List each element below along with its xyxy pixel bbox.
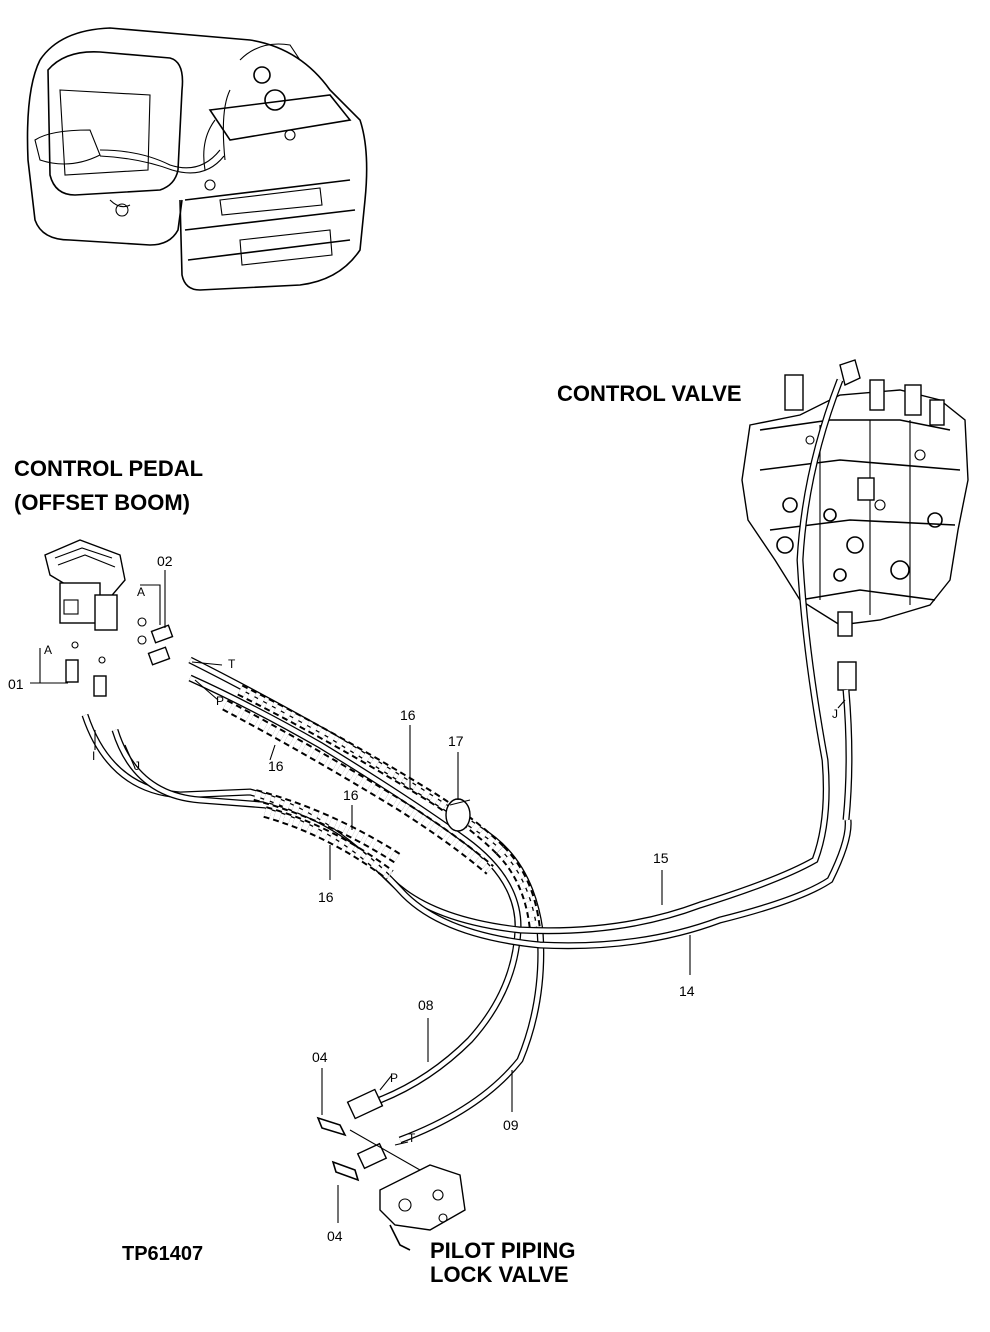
port-letter-a-upper: A	[137, 585, 145, 599]
port-letter-t-lock: T	[408, 1131, 416, 1145]
pilot-piping-label: PILOT PIPING	[430, 1238, 575, 1263]
port-letter-j-pedal: J	[134, 759, 140, 773]
excavator-cab-illustration	[26, 27, 368, 291]
part-number-16-c: 16	[343, 787, 359, 803]
part-number-09: 09	[503, 1117, 519, 1133]
port-letter-t-pedal: T	[228, 657, 236, 671]
port-letter-a-left: A	[44, 643, 52, 657]
port-letter-i-pedal: I	[92, 749, 95, 763]
port-letter-p-lock: P	[390, 1071, 398, 1085]
part-number-16-d: 16	[318, 889, 334, 905]
control-pedal-illustration	[30, 539, 174, 697]
port-letter-p-pedal: P	[216, 694, 224, 708]
control-valve-illustration	[741, 359, 969, 821]
part-number-02: 02	[157, 553, 173, 569]
leader-lines	[94, 570, 846, 1223]
lock-valve-label: LOCK VALVE	[430, 1262, 569, 1287]
part-number-17: 17	[448, 733, 464, 749]
hose-routing	[81, 378, 852, 1144]
lock-valve-illustration	[316, 1088, 466, 1251]
part-number-04-lower: 04	[327, 1228, 343, 1244]
labels: CONTROL VALVE CONTROL PEDAL (OFFSET BOOM…	[8, 381, 838, 1287]
part-number-16-a: 16	[400, 707, 416, 723]
part-number-08: 08	[418, 997, 434, 1013]
part-number-14: 14	[679, 983, 695, 999]
part-number-04-upper: 04	[312, 1049, 328, 1065]
control-valve-label: CONTROL VALVE	[557, 381, 742, 406]
part-number-16-b: 16	[268, 758, 284, 774]
port-letter-j-valve: J	[832, 707, 838, 721]
part-number-01: 01	[8, 676, 24, 692]
part-number-15: 15	[653, 850, 669, 866]
control-pedal-label: CONTROL PEDAL	[14, 456, 203, 481]
offset-boom-label: (OFFSET BOOM)	[14, 490, 190, 515]
figure-code-label: TP61407	[122, 1243, 203, 1265]
